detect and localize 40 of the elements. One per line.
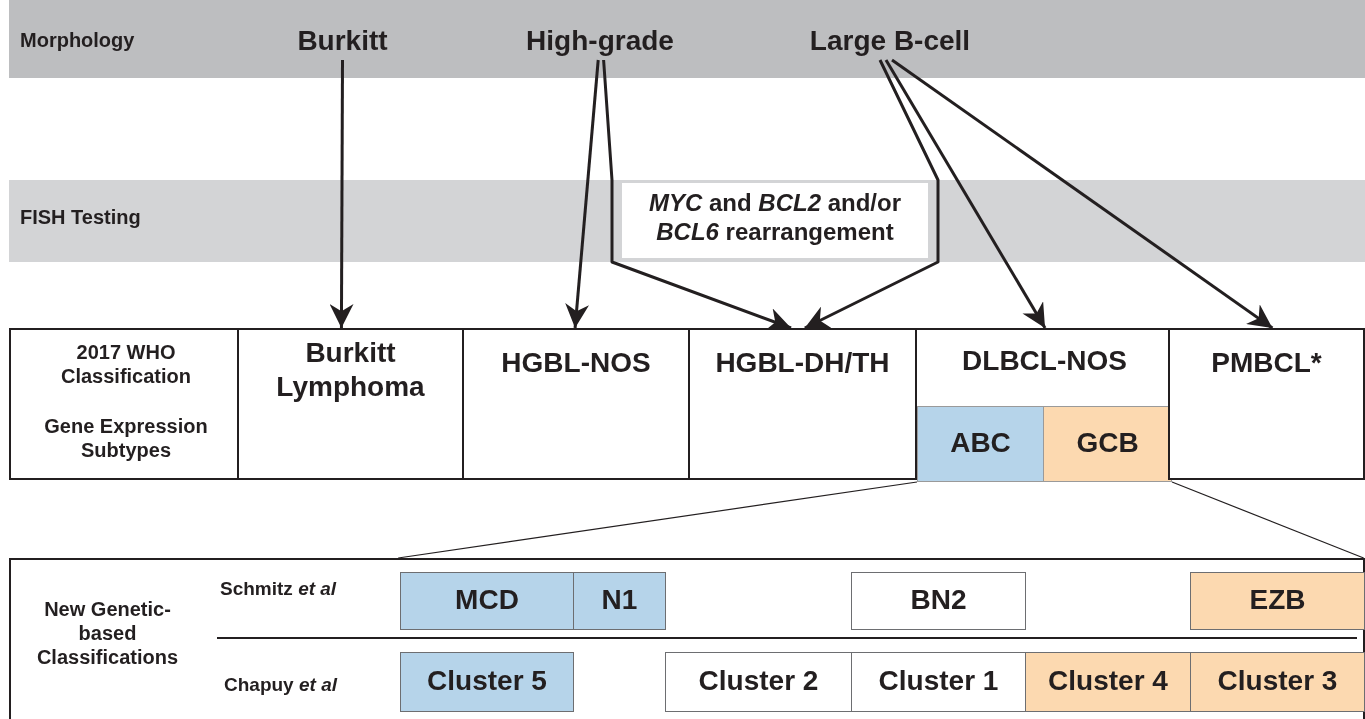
classification-cell	[9, 328, 239, 480]
band	[9, 0, 1365, 78]
subtype-box: GCB	[1043, 406, 1172, 482]
classification-cell: HGBL-NOS	[462, 328, 690, 480]
cluster-box: Cluster 1	[851, 652, 1026, 712]
arrow	[565, 59, 600, 329]
connector-line	[1171, 481, 1365, 559]
classification-cell: HGBL-DH/TH	[688, 328, 917, 480]
subtype-box: ABC	[917, 406, 1044, 482]
arrow	[891, 58, 1274, 330]
arrow	[804, 59, 940, 330]
classification-panel	[9, 558, 1365, 719]
cluster-box: Cluster 2	[665, 652, 852, 712]
category-label: High-grade	[510, 24, 690, 60]
cluster-box: Cluster 4	[1025, 652, 1191, 712]
classification-cell: PMBCL*	[1168, 328, 1365, 480]
category-label: Large B-cell	[790, 24, 990, 60]
cell-heading: DLBCL-NOS	[961, 344, 1128, 378]
cluster-box: N1	[573, 572, 666, 630]
cell-heading: 2017 WHO Classification	[59, 340, 192, 388]
arrow	[329, 60, 354, 328]
band-title: FISH Testing	[20, 205, 142, 229]
classification-cell	[915, 328, 1170, 480]
row-label: Schmitz et al	[220, 578, 337, 601]
note-box: MYC and BCL2 and/or BCL6 rearrangement	[622, 183, 928, 258]
cluster-box: Cluster 5	[400, 652, 574, 712]
category-label: Burkitt	[270, 24, 415, 60]
classification-cell: Burkitt Lymphoma	[237, 328, 464, 480]
band-title: Morphology	[20, 28, 136, 52]
row-label: Chapuy et al	[224, 674, 337, 697]
panel-title: New Genetic-based Classifications	[35, 597, 180, 669]
cluster-box: MCD	[400, 572, 574, 630]
cell-heading: Gene Expression Subtypes	[43, 414, 209, 462]
connector-line	[397, 481, 918, 559]
cluster-box: Cluster 3	[1190, 652, 1365, 712]
arrow	[884, 59, 1047, 329]
cluster-box: EZB	[1190, 572, 1365, 630]
band	[9, 180, 1365, 262]
cluster-box: BN2	[851, 572, 1026, 630]
arrow	[602, 59, 792, 331]
